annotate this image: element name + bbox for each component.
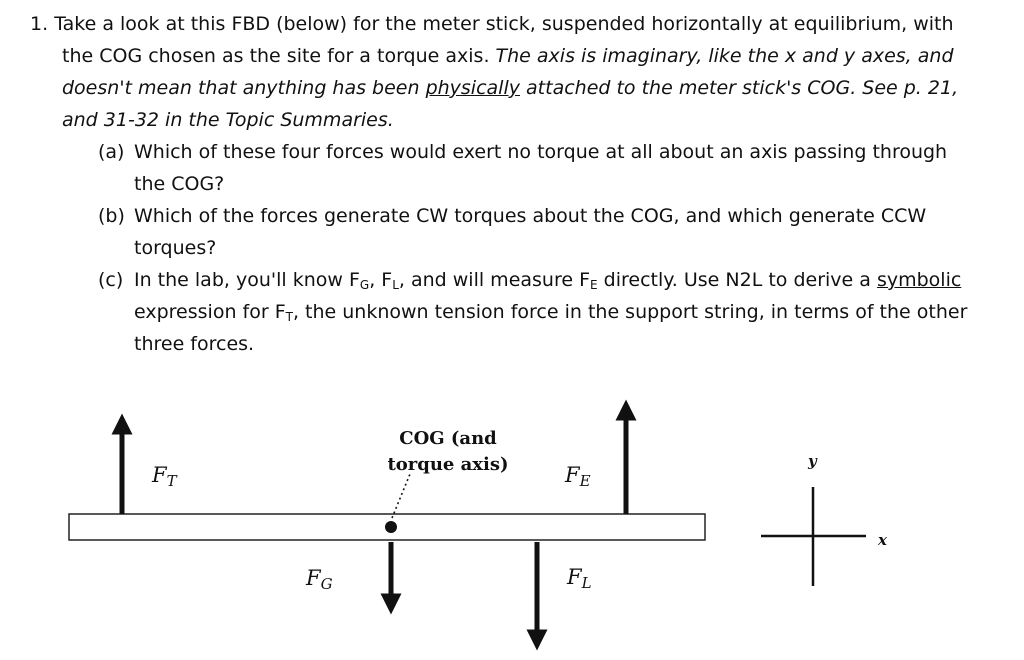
- part-b-label: (b): [98, 205, 125, 227]
- part-c-line-1: (c) In the lab, you'll know FG, FL, and …: [98, 269, 962, 292]
- external-force-label: FE: [564, 463, 591, 490]
- x-axis-label: x: [877, 531, 888, 549]
- part-a-line-1: (a) Which of these four forces would exe…: [98, 141, 948, 163]
- question-number: 1.: [30, 13, 49, 35]
- part-b-line-2: torques?: [134, 237, 217, 259]
- part-c-line-3: three forces.: [134, 333, 255, 355]
- load-force-label: FL: [566, 565, 592, 592]
- part-c-line-2: expression for FT, the unknown tension f…: [134, 301, 968, 324]
- part-c-label: (c): [98, 269, 124, 291]
- question-line-2: the COG chosen as the site for a torque …: [62, 45, 954, 67]
- part-b-line-1: (b) Which of the forces generate CW torq…: [98, 205, 927, 227]
- part-a-line-2: the COG?: [134, 173, 225, 195]
- part-a-label: (a): [98, 141, 125, 163]
- gravity-force-label: FG: [305, 566, 333, 593]
- cog-caption-line-2: torque axis): [387, 454, 508, 475]
- cog-caption-line-1: COG (and: [399, 428, 497, 449]
- cog-dot: [385, 521, 397, 533]
- question-line-4: and 31-32 in the Topic Summaries.: [62, 109, 394, 131]
- question-line-3: doesn't mean that anything has been phys…: [62, 77, 959, 99]
- y-axis-label: y: [807, 452, 818, 470]
- tension-force-label: FT: [151, 463, 178, 490]
- question-line-1: 1. Take a look at this FBD (below) for t…: [30, 13, 954, 35]
- cog-pointer-line: [391, 473, 411, 519]
